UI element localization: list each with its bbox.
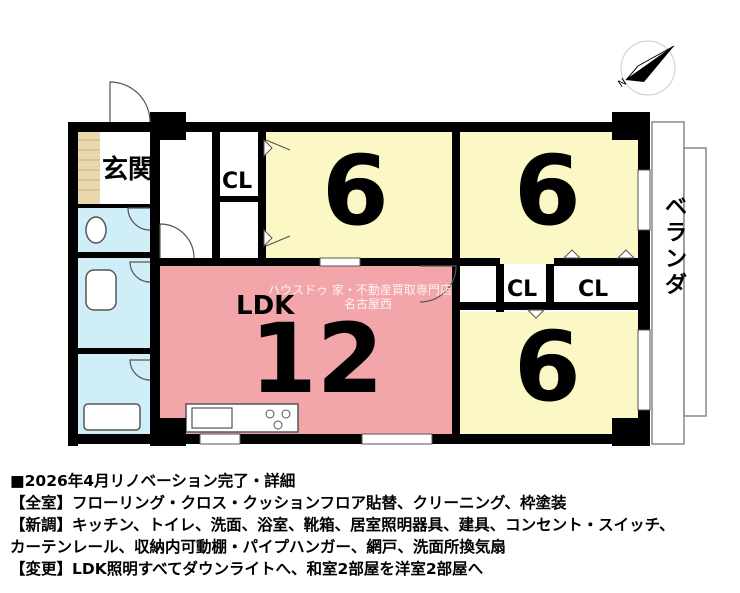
doors: [109, 81, 457, 381]
entrance-floor-stripes: [78, 139, 100, 191]
windows: [199, 169, 651, 445]
veranda-char: ン: [665, 247, 687, 272]
veranda: [651, 121, 707, 445]
notes-line-4: カーテンレール、収納内可動棚・パイプハンガー、網戸、洗面所換気扇: [10, 538, 506, 556]
toilet-bowl: [85, 216, 107, 244]
closet-label-1: CL: [222, 169, 252, 194]
veranda-char: ダ: [665, 272, 687, 298]
stove-burner: [281, 409, 291, 419]
ldk-floor: [160, 264, 458, 434]
bathtub: [83, 403, 141, 431]
ldk-size: 12: [250, 303, 384, 415]
room3-size: 6: [514, 311, 581, 423]
renovation-notes: ■2026年4月リノベーション完了・詳細 【全室】フローリング・クロス・クッショ…: [10, 470, 730, 580]
room2-size: 6: [514, 135, 581, 247]
notes-line-1: ■2026年4月リノベーション完了・詳細: [10, 472, 296, 490]
watermark-line1: ハウスドゥ 家・不動産買取専門店: [268, 282, 452, 297]
stove-burner: [273, 420, 283, 430]
watermark-line2: 名古屋西: [344, 296, 392, 311]
veranda-char: ベ: [665, 195, 687, 220]
entrance-floor: [78, 132, 100, 204]
notes-line-5: 【変更】LDK照明すべてダウンライトへ、和室2部屋を洋室2部屋へ: [10, 560, 484, 578]
closet-label-3: CL: [578, 277, 608, 302]
veranda-char: ラ: [665, 221, 687, 246]
room1-size: 6: [322, 135, 389, 247]
closet-door-markers: [263, 138, 636, 319]
room1-floor: [266, 132, 456, 258]
notes-line-3: 【新調】キッチン、トイレ、洗面、浴室、靴箱、居室照明器具、建具、コンセント・スイ…: [10, 516, 675, 534]
floor-plan: 玄関 CL 6 6 LDK 12 CL CL 6 ベランダ ハウスドゥ 家・不動…: [68, 40, 707, 446]
veranda-text: ベランダ: [665, 195, 687, 298]
notes-line-2: 【全室】フローリング・クロス・クッションフロア貼替、クリーニング、枠塗装: [10, 494, 567, 512]
wash-basin: [85, 269, 117, 311]
room3-floor: [460, 312, 638, 436]
stove-burner: [265, 409, 275, 419]
kitchen-counter: [185, 403, 299, 433]
closet-label-2: CL: [507, 277, 537, 302]
compass-icon: N: [616, 40, 676, 96]
room2-floor: [460, 132, 638, 264]
ldk-label: LDK: [236, 291, 295, 321]
entrance-label: 玄関: [102, 154, 154, 185]
